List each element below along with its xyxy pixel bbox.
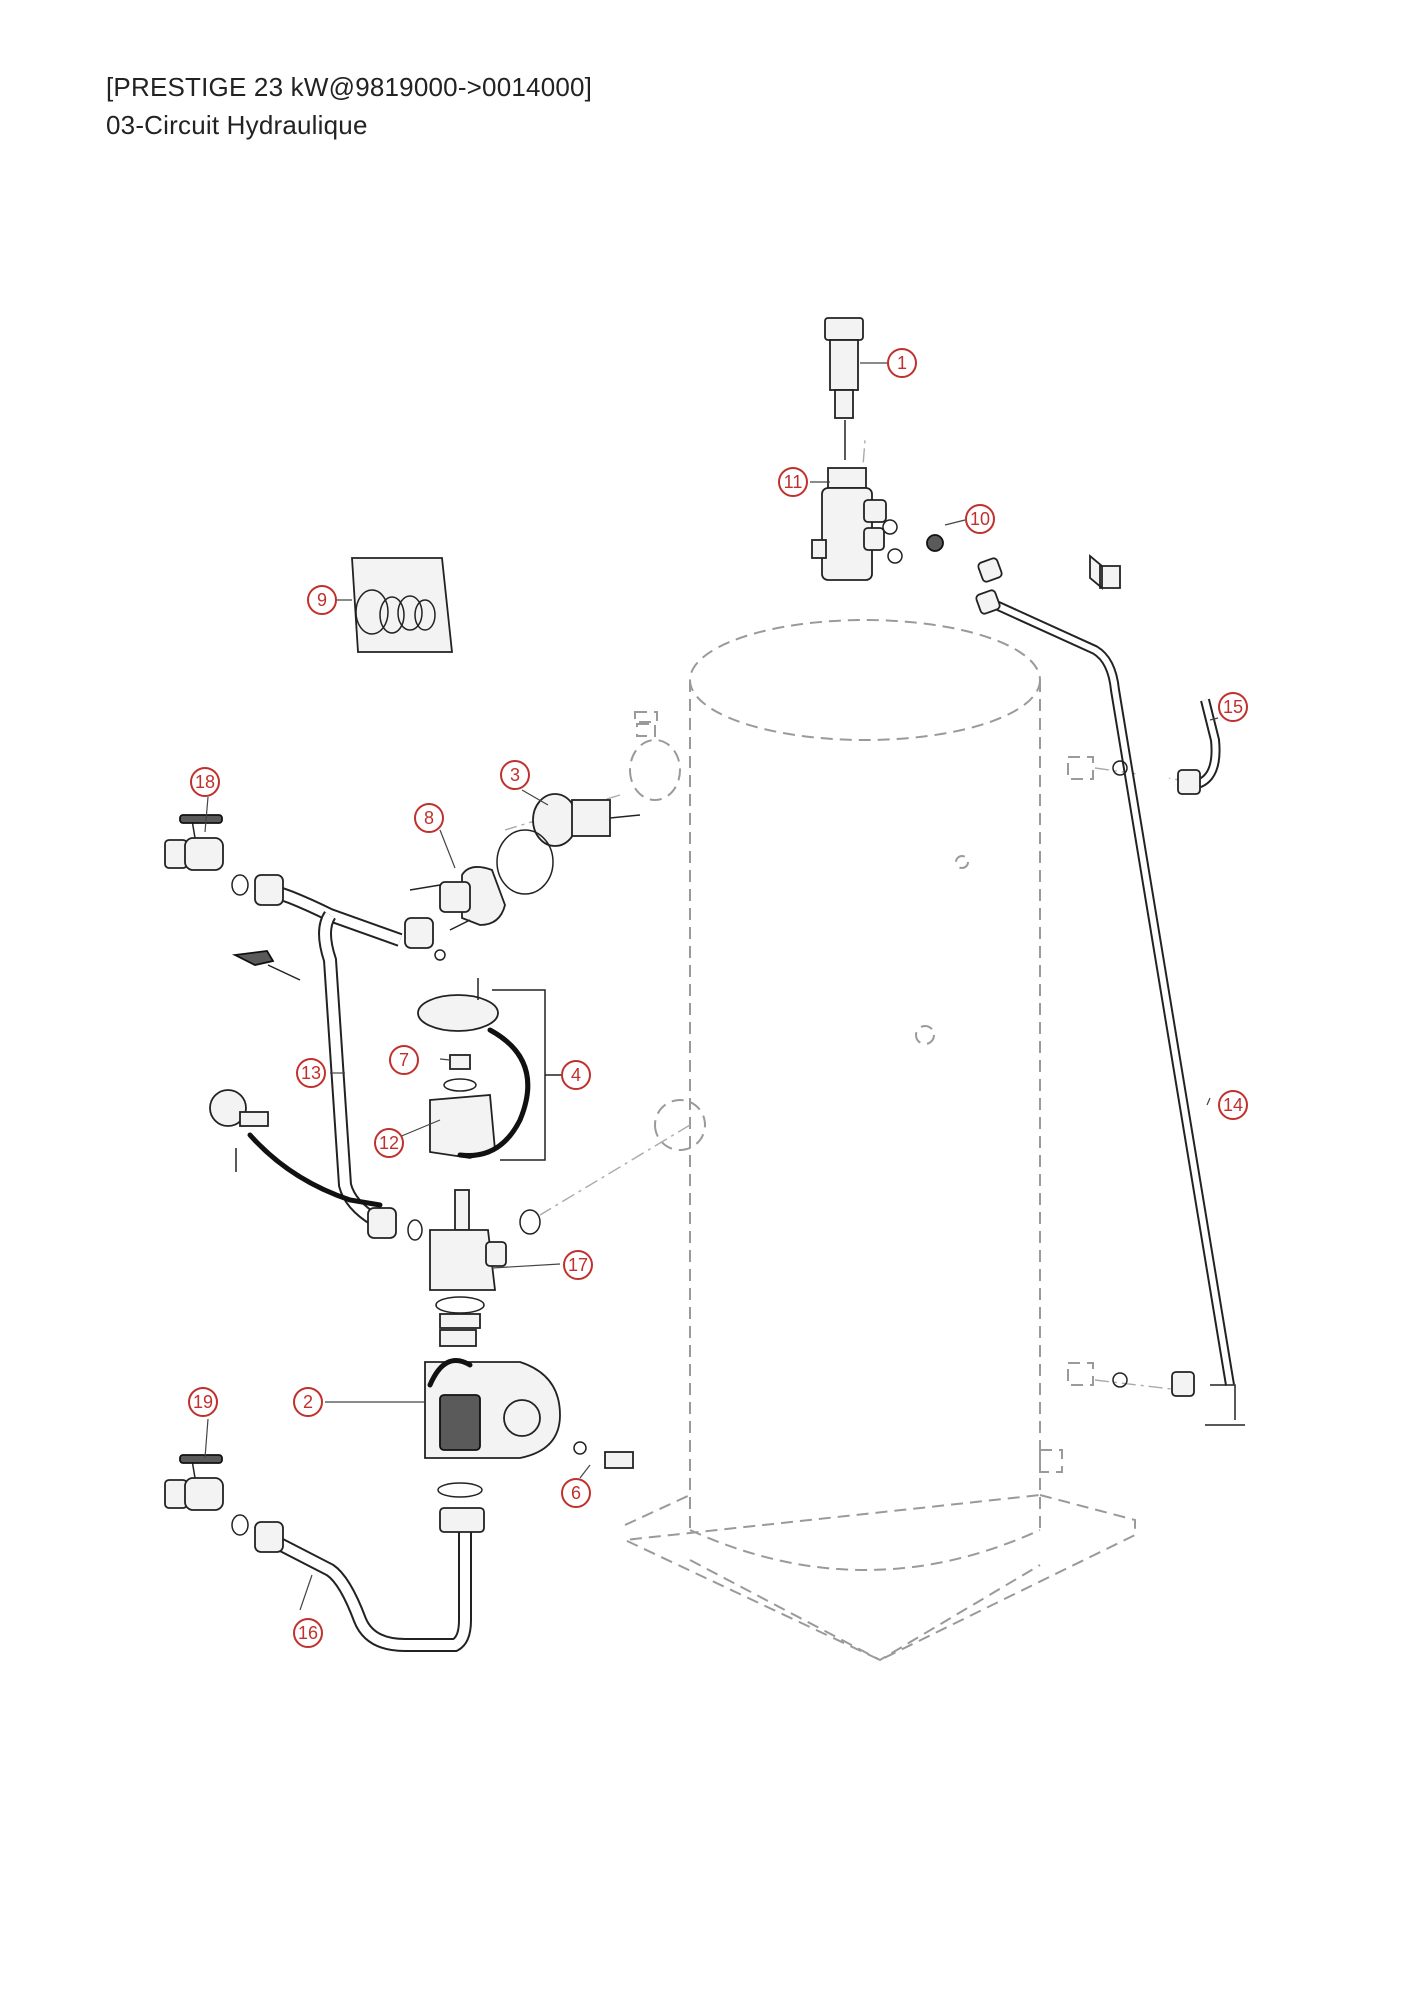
callout-6: 6 — [561, 1478, 591, 1508]
callout-16: 16 — [293, 1618, 323, 1648]
part-1-cartridge — [824, 317, 864, 460]
callout-11: 11 — [778, 467, 808, 497]
callout-4-label: 4 — [571, 1065, 581, 1085]
callout-9: 9 — [307, 585, 337, 615]
callout-6-label: 6 — [571, 1483, 581, 1503]
part-17-diverter-valve — [429, 1189, 541, 1347]
sensor-cable — [209, 950, 383, 1208]
storage-tank-outline — [504, 439, 1181, 1662]
callout-13-label: 13 — [301, 1063, 321, 1083]
section-title: 03-Circuit Hydraulique — [106, 110, 368, 140]
callout-2: 2 — [293, 1387, 323, 1417]
callout-15-label: 15 — [1223, 697, 1243, 717]
callout-2-label: 2 — [303, 1392, 313, 1412]
callout-13: 13 — [296, 1058, 326, 1088]
callout-15: 15 — [1218, 692, 1248, 722]
part-3-thermostat — [496, 793, 641, 895]
callout-1: 1 — [887, 348, 917, 378]
title-block: [PRESTIGE 23 kW@9819000->0014000] 03-Cir… — [106, 68, 592, 144]
product-model-title: [PRESTIGE 23 kW@9819000->0014000] — [106, 72, 593, 102]
callout-9-label: 9 — [317, 590, 327, 610]
callout-19-label: 19 — [193, 1392, 213, 1412]
part-8-flange — [409, 866, 506, 961]
callout-1-label: 1 — [897, 353, 907, 373]
callout-14-label: 14 — [1223, 1095, 1243, 1115]
callout-8: 8 — [414, 803, 444, 833]
callout-11-label: 11 — [784, 472, 803, 492]
leader-lines — [204, 362, 1219, 1611]
callout-16-label: 16 — [298, 1623, 318, 1643]
part-2-pump — [424, 1358, 634, 1498]
callout-8-label: 8 — [424, 808, 434, 828]
callout-10-label: 10 — [970, 509, 990, 529]
part-11-valve-body — [811, 467, 944, 581]
part-9-oring-kit — [351, 557, 454, 653]
callout-17: 17 — [563, 1250, 593, 1280]
callout-18-label: 18 — [195, 772, 215, 792]
callout-3: 3 — [500, 760, 530, 790]
part-18-ball-valve — [164, 814, 249, 896]
callout-10: 10 — [965, 504, 995, 534]
callout-14: 14 — [1218, 1090, 1248, 1120]
pipe-16 — [254, 1507, 485, 1652]
callout-12: 12 — [374, 1128, 404, 1158]
callout-3-label: 3 — [510, 765, 520, 785]
pipe-15-and-14 — [975, 554, 1245, 1426]
callout-18: 18 — [190, 767, 220, 797]
callout-12-label: 12 — [379, 1133, 399, 1153]
callout-7-label: 7 — [399, 1050, 409, 1070]
callout-7: 7 — [389, 1045, 419, 1075]
part-19-ball-valve — [164, 1454, 249, 1536]
callout-4: 4 — [561, 1060, 591, 1090]
part-4-motor-assembly — [417, 978, 562, 1161]
callout-19: 19 — [188, 1387, 218, 1417]
callout-17-label: 17 — [568, 1255, 588, 1275]
